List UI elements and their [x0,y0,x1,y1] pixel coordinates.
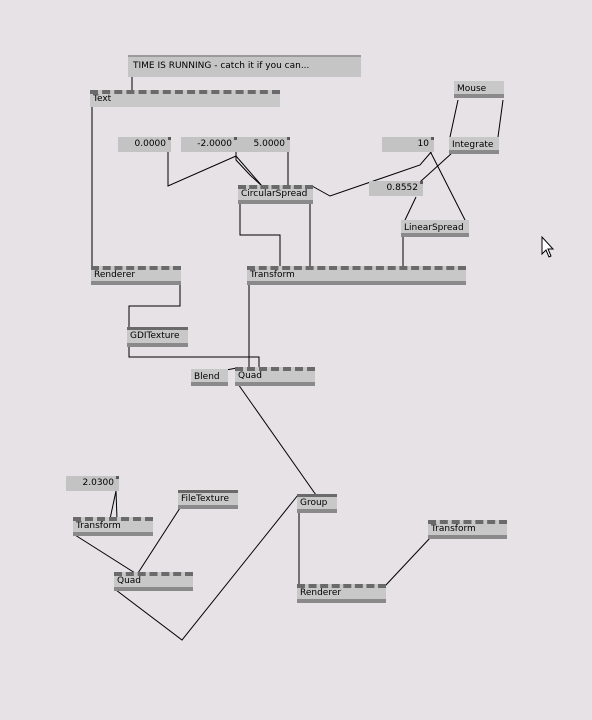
linear-spread-node[interactable]: LinearSpread [401,220,469,237]
value-box-4[interactable]: 10 [382,137,434,152]
group-node[interactable]: Group [297,494,337,513]
text-node[interactable]: Text [90,90,280,107]
renderer-node-top[interactable]: Renderer [91,266,181,285]
value-box-3-text: 5.0000 [253,139,286,149]
quad-node-bottom-label: Quad [117,576,142,586]
value-box-3[interactable]: 5.0000 [237,137,290,152]
integrate-node-label: Integrate [452,140,494,150]
transform-node-right-label: Transform [431,524,476,534]
value-box-2[interactable]: -2.0000 [181,137,237,152]
value-box-1[interactable]: 0.0000 [118,137,171,152]
gdi-texture-node[interactable]: GDITexture [127,327,188,347]
value-box-2-text: -2.0000 [197,139,232,149]
transform-node-main[interactable]: Transform [247,266,466,285]
file-texture-node-label: FileTexture [181,494,230,504]
transform-node-right[interactable]: Transform [428,520,507,539]
quad-node-bottom[interactable]: Quad [114,572,193,591]
renderer-node-top-label: Renderer [94,270,136,280]
mouse-node[interactable]: Mouse [454,81,504,98]
comment-node[interactable]: TIME IS RUNNING - catch it if you can... [128,55,361,77]
value-box-6-text: 2.0300 [82,478,115,488]
quad-node-top[interactable]: Quad [235,367,315,386]
value-box-5-text: 0.8552 [386,183,419,193]
blend-node-label: Blend [194,372,220,382]
integrate-node[interactable]: Integrate [449,137,499,154]
value-box-5[interactable]: 0.8552 [369,181,423,196]
value-box-4-text: 10 [417,139,429,149]
mouse-pointer-icon [541,236,555,258]
circular-spread-node-label: CircularSpread [241,189,308,199]
transform-node-left-label: Transform [76,521,121,531]
quad-node-top-label: Quad [238,371,263,381]
transform-node-left[interactable]: Transform [73,517,153,536]
blend-node[interactable]: Blend [191,369,228,386]
renderer-node-bottom-label: Renderer [300,588,342,598]
comment-text: TIME IS RUNNING - catch it if you can... [133,61,310,71]
renderer-node-bottom[interactable]: Renderer [297,584,386,603]
value-box-6[interactable]: 2.0300 [66,476,119,491]
transform-node-main-label: Transform [250,270,295,280]
circular-spread-node[interactable]: CircularSpread [238,185,313,204]
text-node-label: Text [93,94,112,104]
gdi-texture-node-label: GDITexture [130,331,180,341]
value-box-1-text: 0.0000 [134,139,167,149]
mouse-node-label: Mouse [457,84,487,94]
group-node-label: Group [300,498,328,508]
linear-spread-node-label: LinearSpread [404,223,464,233]
file-texture-node[interactable]: FileTexture [178,490,238,509]
